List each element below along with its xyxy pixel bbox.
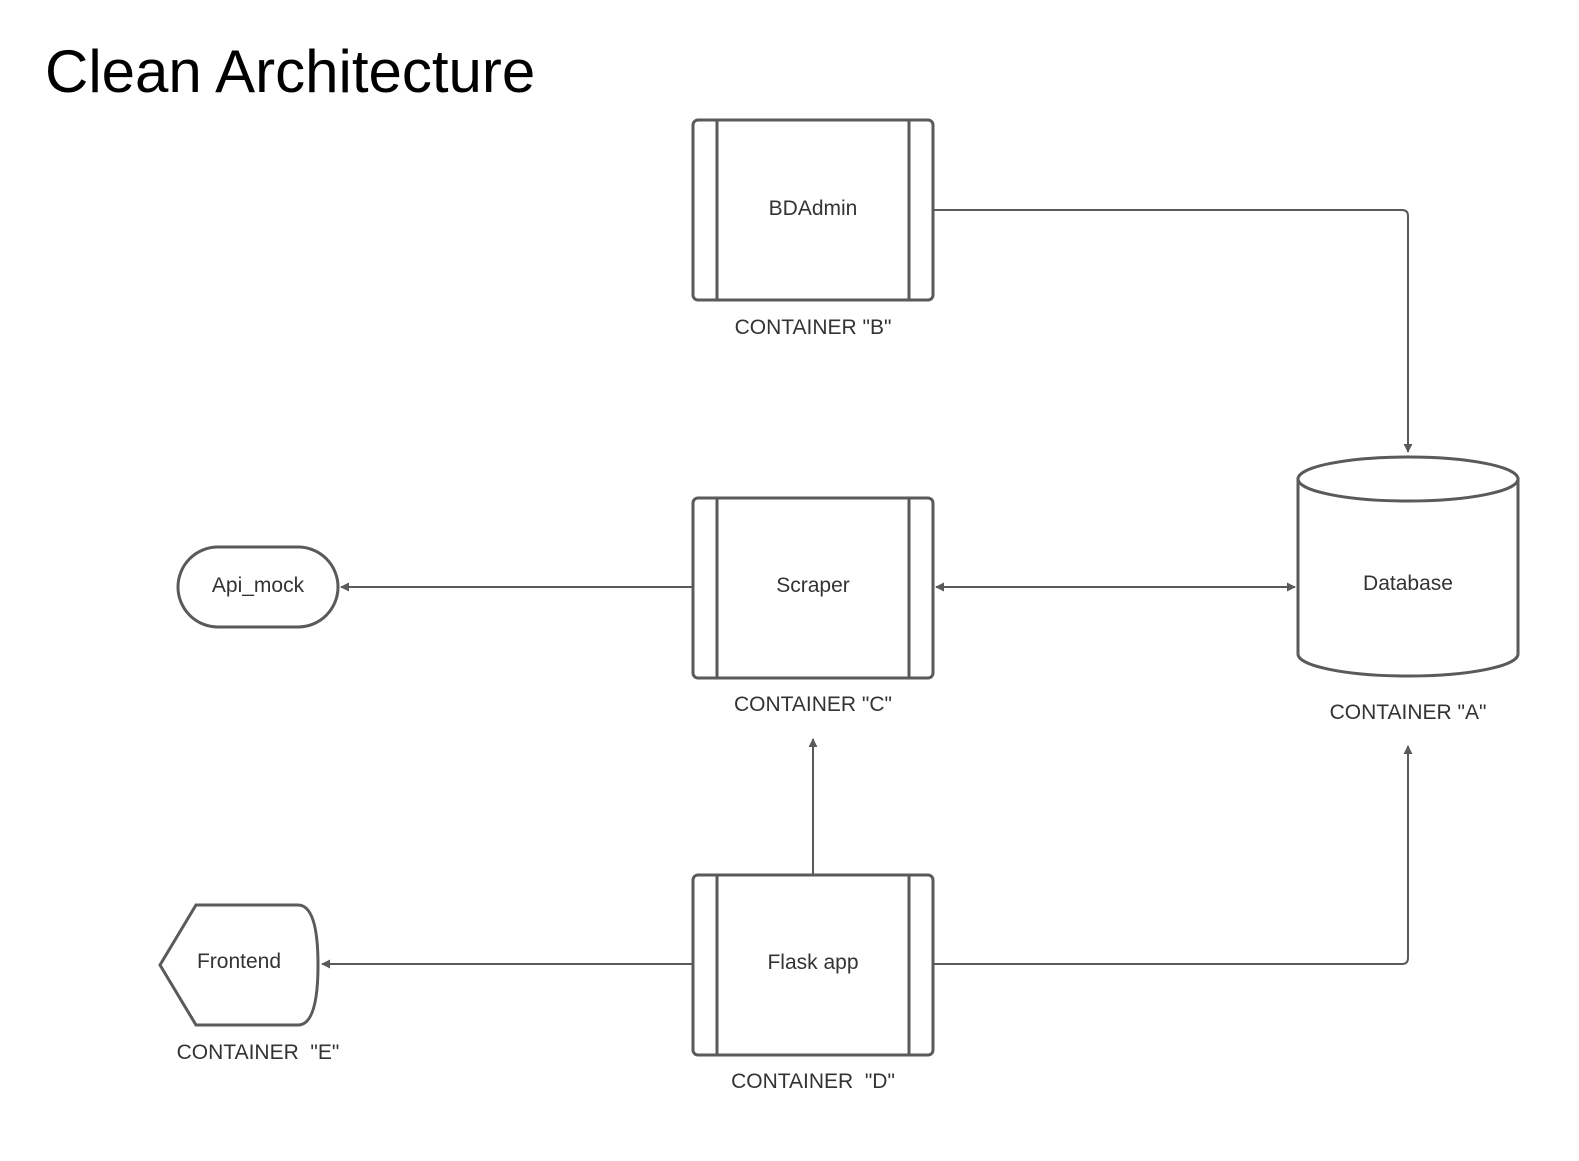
bdadmin-caption: CONTAINER "B" bbox=[735, 316, 892, 339]
api-mock-pill bbox=[176, 545, 340, 629]
scraper-caption: CONTAINER "C" bbox=[734, 693, 892, 716]
scraper-box bbox=[691, 496, 935, 680]
frontend-display-shape bbox=[158, 903, 320, 1027]
edge-flask-to-database bbox=[933, 745, 1413, 965]
page-title: Clean Architecture bbox=[45, 38, 535, 105]
bdadmin-box bbox=[691, 118, 935, 302]
database-cylinder-top bbox=[1296, 455, 1520, 503]
api-mock-label: Api_mock bbox=[212, 574, 305, 597]
database-caption: CONTAINER "A" bbox=[1330, 701, 1487, 724]
database-label: Database bbox=[1363, 572, 1453, 595]
frontend-label: Frontend bbox=[197, 950, 281, 973]
flask-app-box bbox=[691, 873, 935, 1057]
node-bdadmin[interactable]: BDAdmin bbox=[691, 118, 935, 302]
node-database[interactable]: Database bbox=[1296, 455, 1520, 678]
node-frontend[interactable]: Frontend bbox=[158, 903, 320, 1027]
flask-app-label: Flask app bbox=[767, 951, 858, 974]
node-api-mock[interactable]: Api_mock bbox=[176, 545, 340, 629]
bdadmin-label: BDAdmin bbox=[769, 197, 858, 220]
edge-bdadmin-to-database bbox=[933, 209, 1413, 453]
frontend-caption: CONTAINER "E" bbox=[177, 1041, 340, 1064]
database-cylinder-body bbox=[1296, 477, 1520, 678]
flask-app-caption: CONTAINER "D" bbox=[731, 1070, 895, 1093]
scraper-label: Scraper bbox=[776, 574, 850, 597]
node-flask-app[interactable]: Flask app bbox=[691, 873, 935, 1057]
node-scraper[interactable]: Scraper bbox=[691, 496, 935, 680]
